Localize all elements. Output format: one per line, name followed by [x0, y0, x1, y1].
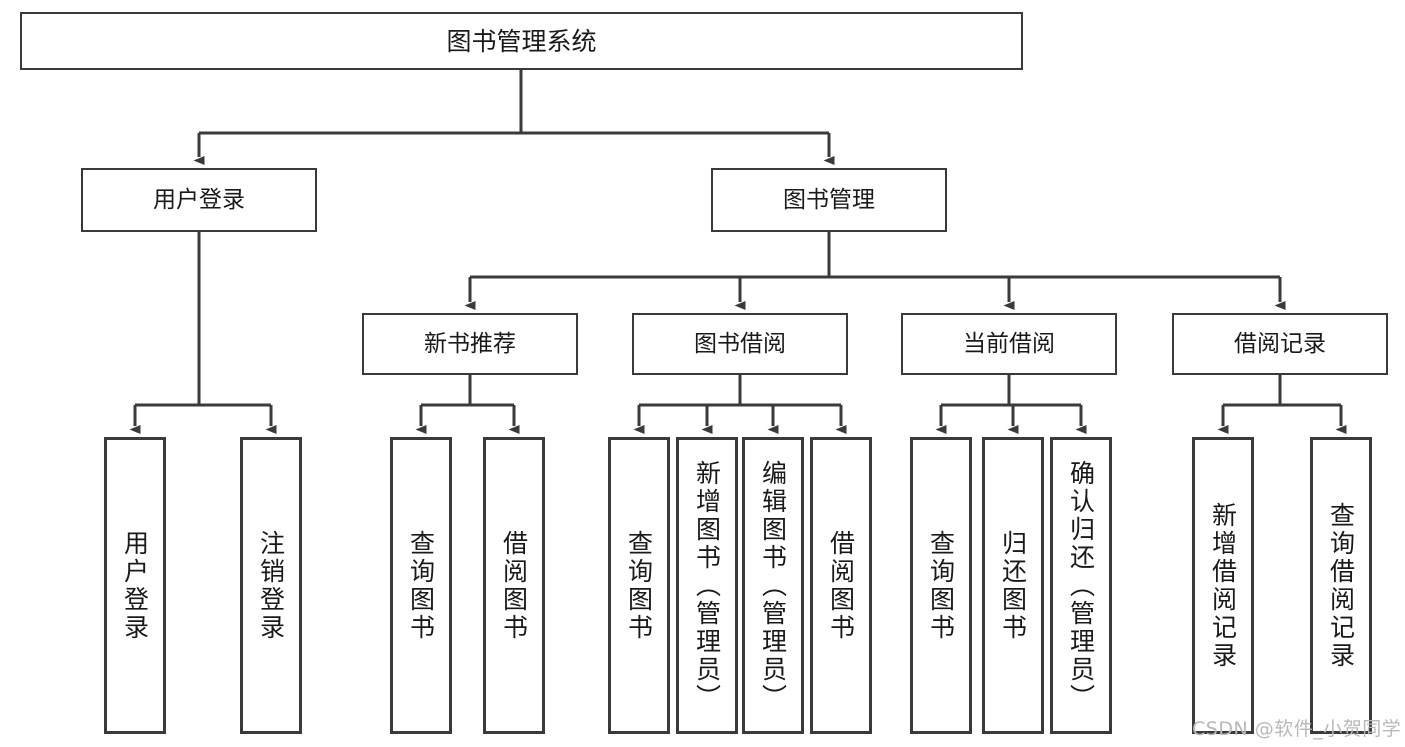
node-book-borrow[interactable]: 图书借阅 [632, 313, 848, 375]
leaf-query-book-cur[interactable]: 查询图书 [910, 437, 972, 734]
node-user-login[interactable]: 用户登录 [81, 168, 317, 232]
node-borrow-record[interactable]: 借阅记录 [1172, 313, 1388, 375]
node-user-login-label: 用户登录 [153, 186, 245, 213]
node-current-borrow[interactable]: 当前借阅 [901, 313, 1117, 375]
leaf-user-logout-label: 注销登录 [256, 529, 286, 642]
leaf-add-book-label: 新增图书（管理员） [692, 459, 722, 712]
leaf-borrow-book-label: 借阅图书 [826, 529, 856, 642]
leaf-query-book[interactable]: 查询图书 [608, 437, 670, 734]
leaf-return-book[interactable]: 归还图书 [982, 437, 1044, 734]
node-book-borrow-label: 图书借阅 [694, 330, 786, 357]
leaf-query-record[interactable]: 查询借阅记录 [1310, 437, 1372, 734]
node-new-book-rec-label: 新书推荐 [424, 330, 516, 357]
node-book-manage[interactable]: 图书管理 [711, 168, 947, 232]
leaf-query-record-label: 查询借阅记录 [1326, 501, 1356, 670]
node-current-borrow-label: 当前借阅 [963, 330, 1055, 357]
leaf-return-book-label: 归还图书 [998, 529, 1028, 642]
leaf-user-login[interactable]: 用户登录 [104, 437, 166, 734]
leaf-edit-book[interactable]: 编辑图书（管理员） [742, 437, 804, 734]
leaf-add-record[interactable]: 新增借阅记录 [1192, 437, 1254, 734]
csdn-watermark: CSDN @软件_小贺同学 [1192, 718, 1402, 740]
leaf-query-book-cur-label: 查询图书 [926, 529, 956, 642]
leaf-edit-book-label: 编辑图书（管理员） [758, 459, 788, 712]
leaf-confirm-return-label: 确认归还（管理员） [1066, 459, 1096, 712]
leaf-borrow-book-rec-label: 借阅图书 [499, 529, 529, 642]
leaf-user-login-label: 用户登录 [120, 529, 150, 642]
leaf-borrow-book-rec[interactable]: 借阅图书 [483, 437, 545, 734]
leaf-query-book-rec-label: 查询图书 [406, 529, 436, 642]
leaf-query-book-rec[interactable]: 查询图书 [390, 437, 452, 734]
leaf-confirm-return[interactable]: 确认归还（管理员） [1050, 437, 1112, 734]
node-new-book-rec[interactable]: 新书推荐 [362, 313, 578, 375]
node-root-label: 图书管理系统 [446, 26, 597, 56]
node-root[interactable]: 图书管理系统 [20, 12, 1023, 70]
leaf-add-book[interactable]: 新增图书（管理员） [676, 437, 738, 734]
node-book-manage-label: 图书管理 [783, 186, 875, 213]
leaf-add-record-label: 新增借阅记录 [1208, 501, 1238, 670]
leaf-user-logout[interactable]: 注销登录 [240, 437, 302, 734]
leaf-borrow-book[interactable]: 借阅图书 [810, 437, 872, 734]
node-borrow-record-label: 借阅记录 [1234, 330, 1326, 357]
leaf-query-book-label: 查询图书 [624, 529, 654, 642]
